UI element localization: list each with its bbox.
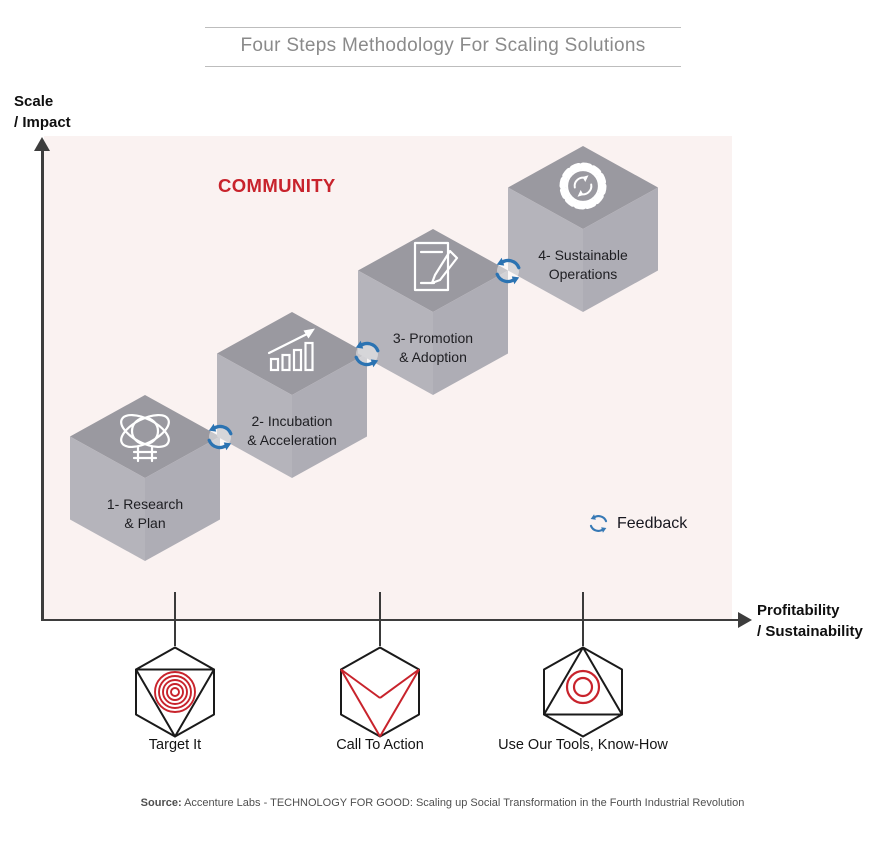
- y-axis-label-line1: Scale: [14, 93, 54, 110]
- bottom-item-label: Target It: [148, 737, 202, 753]
- feedback-cycle-icon: [207, 423, 233, 450]
- source-text: Accenture Labs - TECHNOLOGY FOR GOOD: Sc…: [181, 797, 745, 809]
- step-2-label-line2: & Acceleration: [247, 432, 337, 448]
- bottom-item-label: Use Our Tools, Know-How: [498, 737, 668, 753]
- tick-line: [379, 592, 381, 646]
- community-label: COMMUNITY: [218, 175, 336, 196]
- step-3-label-line2: & Adoption: [399, 349, 467, 365]
- feedback-cycle-icon: [354, 340, 380, 367]
- y-axis-arrow-icon: [34, 137, 50, 151]
- step-1-cube: [70, 395, 220, 561]
- step-1-label-line1: 1- Research: [106, 496, 184, 512]
- feedback-cycle-icon: [495, 257, 521, 284]
- step-1-label: 1- Research & Plan: [70, 495, 220, 533]
- y-axis-label-line2: / Impact: [14, 114, 71, 131]
- step-4-cube: [508, 146, 658, 312]
- tick-line: [174, 592, 176, 646]
- feedback-legend: Feedback: [588, 513, 687, 534]
- document-pencil-icon: [413, 241, 459, 292]
- feedback-legend-label: Feedback: [617, 514, 688, 532]
- step-3-cube: [358, 229, 508, 395]
- x-axis-label-line1: Profitability: [757, 602, 840, 619]
- step-1-label-line2: & Plan: [124, 515, 166, 531]
- title-block: Four Steps Methodology For Scaling Solut…: [205, 27, 681, 67]
- y-axis-line: [41, 149, 44, 620]
- y-axis-label: Scale / Impact: [14, 91, 71, 133]
- tick-line: [582, 592, 584, 646]
- step-2-label: 2- Incubation & Acceleration: [217, 412, 367, 450]
- x-axis-label: Profitability / Sustainability: [757, 600, 863, 642]
- source-prefix: Source:: [140, 797, 182, 809]
- target-hexagon-icon: [135, 646, 215, 738]
- bottom-item-label: Call To Action: [336, 737, 424, 753]
- step-2-label-line1: 2- Incubation: [251, 413, 333, 429]
- feedback-cycle-icon: [589, 514, 608, 533]
- source-line: Source: Accenture Labs - TECHNOLOGY FOR …: [0, 797, 885, 809]
- step-4-label: 4- Sustainable Operations: [508, 246, 658, 284]
- page-title: Four Steps Methodology For Scaling Solut…: [240, 35, 646, 56]
- step-3-label-line1: 3- Promotion: [392, 330, 474, 346]
- step-4-label-line2: Operations: [548, 266, 618, 282]
- step-2-cube: [217, 312, 367, 478]
- research-orbit-icon: [120, 413, 170, 463]
- x-axis-arrow-icon: [738, 612, 752, 628]
- x-axis-line: [41, 618, 741, 621]
- tools-hexagon-icon: [543, 646, 623, 738]
- growth-chart-icon: [267, 328, 315, 372]
- step-3-label: 3- Promotion & Adoption: [358, 329, 508, 367]
- step-4-label-line1: 4- Sustainable: [538, 247, 628, 263]
- call-to-action-hexagon-icon: [340, 646, 420, 738]
- x-axis-label-line2: / Sustainability: [757, 623, 863, 640]
- gear-icon: [559, 162, 607, 210]
